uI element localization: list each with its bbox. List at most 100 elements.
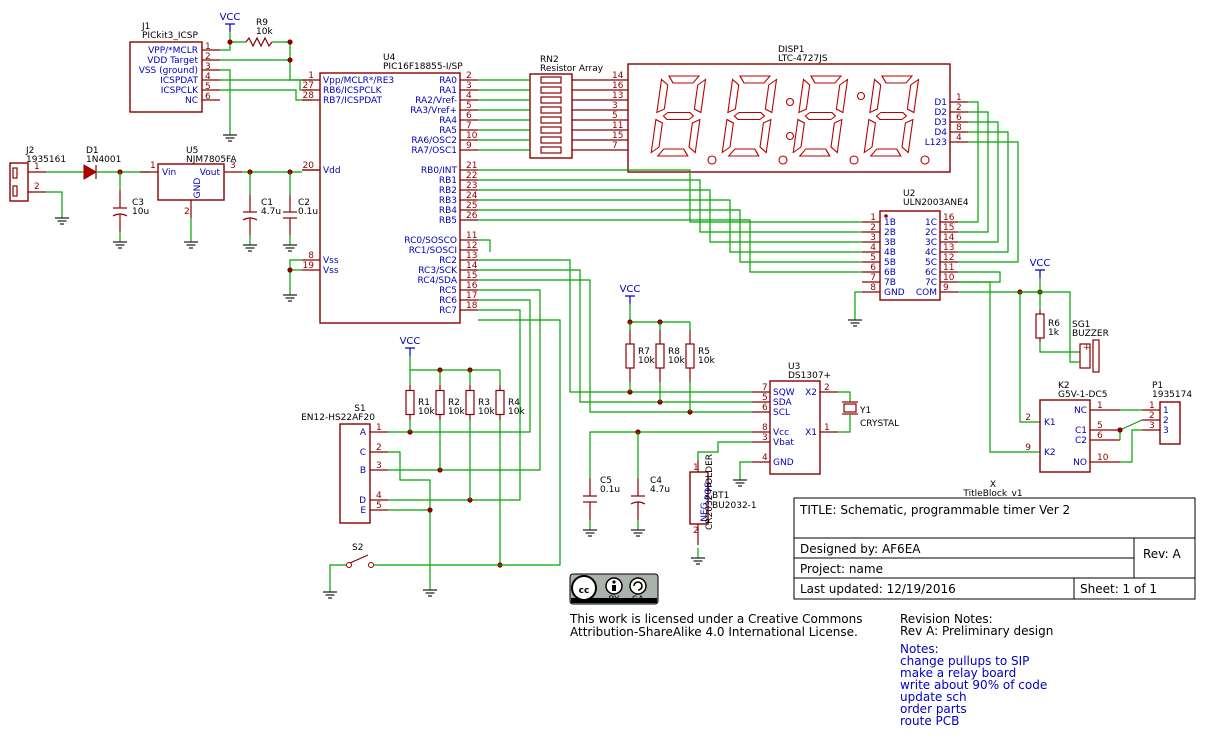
u4-pin-name: RC0/SOSCO bbox=[404, 236, 457, 246]
rn2-pin-num: 5 bbox=[612, 111, 618, 121]
s1-pin-name: D bbox=[359, 496, 366, 506]
seg-d bbox=[869, 148, 902, 157]
wire bbox=[1039, 342, 1080, 353]
seg-c bbox=[830, 118, 843, 154]
rn2-element bbox=[540, 126, 562, 134]
wire bbox=[289, 259, 302, 285]
display-digit bbox=[863, 75, 920, 157]
wire bbox=[697, 441, 752, 460]
disp1-pin-name: D4 bbox=[934, 128, 947, 138]
u2-pin-num: 7 bbox=[870, 273, 876, 283]
r8-value: 10k bbox=[668, 356, 685, 366]
u4-pin-num: 20 bbox=[303, 161, 315, 171]
tb-updated: Last updated: 12/19/2016 bbox=[800, 582, 956, 596]
u4-value: PIC16F18855-I/SP bbox=[383, 62, 463, 72]
seg-f bbox=[727, 78, 740, 114]
wire bbox=[46, 191, 63, 208]
u4-pin-num: 10 bbox=[466, 131, 478, 141]
u3-pin-name: GND bbox=[773, 458, 794, 468]
u2-pin-num: 12 bbox=[943, 253, 954, 263]
u5-vout: Vout bbox=[200, 168, 221, 178]
c3-value: 10u bbox=[132, 207, 149, 217]
r9-ref: R9 bbox=[256, 18, 268, 28]
c2-ref: C2 bbox=[298, 198, 310, 208]
k2-pin-num: 2 bbox=[1025, 413, 1031, 423]
titleblock-value: TitleBlock_v1 bbox=[962, 489, 1022, 499]
r1-ref: R1 bbox=[418, 398, 430, 408]
seg-a bbox=[810, 75, 843, 84]
display-digit bbox=[792, 75, 849, 157]
disp1-pin-num: 2 bbox=[956, 103, 962, 113]
by-icon-body bbox=[612, 585, 616, 591]
u2-pin-name: 3C bbox=[925, 238, 937, 248]
p1-value: 1935174 bbox=[1152, 390, 1192, 400]
rn2-ref: RN2 bbox=[540, 55, 559, 65]
j2-value: 1935161 bbox=[26, 155, 66, 165]
wire bbox=[958, 281, 1040, 453]
ground-icon bbox=[283, 294, 297, 302]
p1-ref: P1 bbox=[1152, 381, 1163, 391]
rn2-pin-num: 7 bbox=[612, 141, 618, 151]
ground-icon bbox=[631, 529, 645, 537]
u2-pin-num: 8 bbox=[870, 283, 876, 293]
r5-ref: R5 bbox=[698, 347, 710, 357]
s1-pin-name: C bbox=[360, 448, 366, 458]
u4-pin-name: RB3 bbox=[439, 196, 457, 206]
s1-pin-num: 2 bbox=[376, 443, 382, 453]
rn2-pin-num: 11 bbox=[612, 121, 623, 131]
p1-body bbox=[1159, 401, 1181, 445]
j1-pin-name: VDD Target bbox=[147, 56, 198, 66]
u4-pin-name: RA6/OSC2 bbox=[411, 136, 457, 146]
rn2-pin-num: 14 bbox=[612, 71, 624, 81]
u5-pin-num: 1 bbox=[150, 161, 156, 171]
seg-a bbox=[668, 75, 701, 84]
bt1-value: BU2032-1 bbox=[712, 501, 757, 511]
wire bbox=[374, 319, 561, 566]
c3-ref: C3 bbox=[132, 198, 144, 208]
wire bbox=[220, 89, 312, 101]
u4-pin-name: RC1/SOSCI bbox=[409, 246, 457, 256]
vcc-icon bbox=[1035, 269, 1045, 278]
seg-f bbox=[798, 78, 811, 114]
seg-c bbox=[688, 118, 701, 154]
ground-icon bbox=[223, 134, 237, 142]
u4-pin-num: 11 bbox=[466, 231, 477, 241]
u3-pin-name: SQW bbox=[773, 388, 795, 398]
notes-item: write about 90% of code bbox=[900, 678, 1047, 692]
s1-pin-name: E bbox=[360, 506, 366, 516]
u4-pin-name: RB7/ICSPDAT bbox=[323, 96, 382, 106]
wire bbox=[388, 299, 531, 433]
ground-icon bbox=[583, 529, 597, 537]
wire bbox=[478, 179, 862, 233]
u3-pin-name: SDA bbox=[773, 398, 792, 408]
wire bbox=[838, 414, 851, 433]
r2-ref: R2 bbox=[448, 398, 460, 408]
wire bbox=[329, 564, 346, 582]
wire bbox=[1120, 429, 1142, 463]
seg-e bbox=[721, 118, 734, 154]
u2-pin-num: 14 bbox=[943, 233, 955, 243]
d1-value: 1N4001 bbox=[86, 155, 121, 165]
wire bbox=[220, 79, 312, 91]
wire bbox=[388, 289, 541, 471]
k2-pin-num: 10 bbox=[1097, 453, 1109, 463]
u4-pin-name: RA1 bbox=[439, 86, 457, 96]
u2-pin-name: 4B bbox=[884, 248, 896, 258]
u3-pin-name: X1 bbox=[805, 428, 817, 438]
seg-dp bbox=[707, 155, 717, 165]
s1-pin-num: 5 bbox=[376, 501, 382, 511]
u2-pin-num: 4 bbox=[870, 243, 876, 253]
u4-pin-name: RC3/SCK bbox=[418, 266, 458, 276]
j1-pin-num: 1 bbox=[205, 42, 211, 52]
y1-value: CRYSTAL bbox=[860, 419, 899, 429]
license-line2: Attribution-ShareAlike 4.0 International… bbox=[570, 625, 858, 639]
c4-value: 4.7u bbox=[650, 485, 670, 495]
colon-dot bbox=[785, 97, 795, 107]
j1-pin-num: 4 bbox=[205, 72, 211, 82]
u2-pin-num: 13 bbox=[943, 243, 954, 253]
u3-pin-name: Vcc bbox=[773, 428, 789, 438]
wire bbox=[478, 209, 862, 263]
j1-pin-num: 5 bbox=[205, 82, 211, 92]
notes-item: make a relay board bbox=[900, 666, 1016, 680]
wire bbox=[388, 309, 521, 501]
